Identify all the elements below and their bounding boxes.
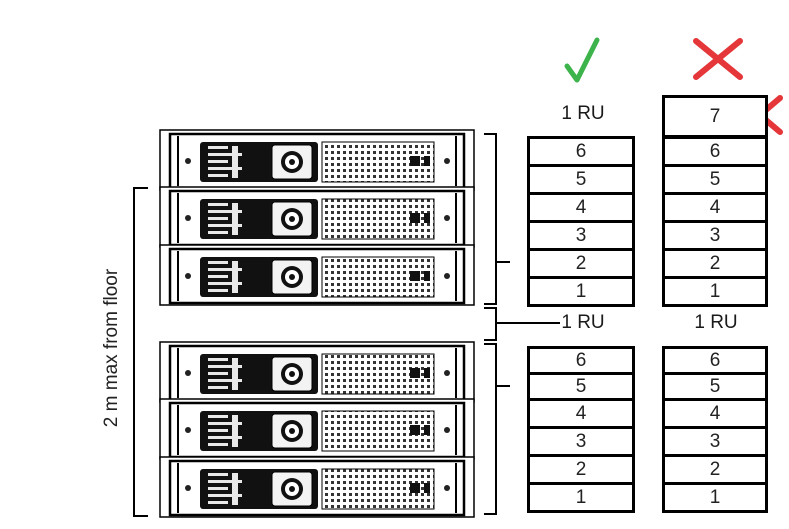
ru-box-left-lower: 3 xyxy=(527,426,635,457)
gap-ru-label-right: 1 RU xyxy=(694,312,738,333)
ru-box-left-upper: 6 xyxy=(527,136,635,167)
ru-box-right-lower: 4 xyxy=(662,398,768,429)
floor-height-label: 2 m max from floor xyxy=(101,268,122,428)
ru-box-right-upper: 1 xyxy=(662,276,768,307)
rack-unit xyxy=(159,186,475,248)
ru-box-right-lower: 2 xyxy=(662,454,768,485)
ru-box-left-upper: 3 xyxy=(527,220,635,251)
ru-box-right-upper: 7 xyxy=(662,95,768,138)
cross-icon xyxy=(693,38,743,80)
lower-rack-bracket xyxy=(484,343,497,515)
ru-box-right-upper: 3 xyxy=(662,220,768,251)
ru-box-right-lower: 3 xyxy=(662,426,768,457)
rack-unit xyxy=(159,341,475,403)
ru-box-left-upper: 5 xyxy=(527,164,635,195)
ru-box-left-lower: 4 xyxy=(527,398,635,429)
ru-box-left-lower: 6 xyxy=(527,346,635,375)
ru-box-left-lower: 2 xyxy=(527,454,635,485)
ru-box-right-upper: 2 xyxy=(662,248,768,279)
upper-rack-bracket xyxy=(484,133,497,305)
height-bracket xyxy=(133,187,148,517)
rack-unit xyxy=(159,244,475,306)
ru-box-right-upper: 4 xyxy=(662,192,768,223)
gap-ru-label-left: 1 RU xyxy=(561,312,605,333)
ru-box-right-lower: 1 xyxy=(662,482,768,513)
ru-box-left-upper: 1 xyxy=(527,276,635,307)
ru-box-left-lower: 5 xyxy=(527,372,635,401)
rack-unit xyxy=(159,456,475,518)
ru-box-right-upper: 5 xyxy=(662,164,768,195)
rack-unit xyxy=(159,129,475,191)
rack-unit xyxy=(159,398,475,460)
ru-box-left-upper: 4 xyxy=(527,192,635,223)
ru-box-left-upper: 2 xyxy=(527,248,635,279)
ru-box-left-lower: 1 xyxy=(527,482,635,513)
check-icon xyxy=(564,37,600,83)
ru-box-right-lower: 5 xyxy=(662,372,768,401)
ru-box-right-lower: 6 xyxy=(662,346,768,375)
ru-box-right-upper: 6 xyxy=(662,136,768,167)
gap-bracket xyxy=(484,307,497,341)
top-ru-label: 1 RU xyxy=(561,103,605,124)
